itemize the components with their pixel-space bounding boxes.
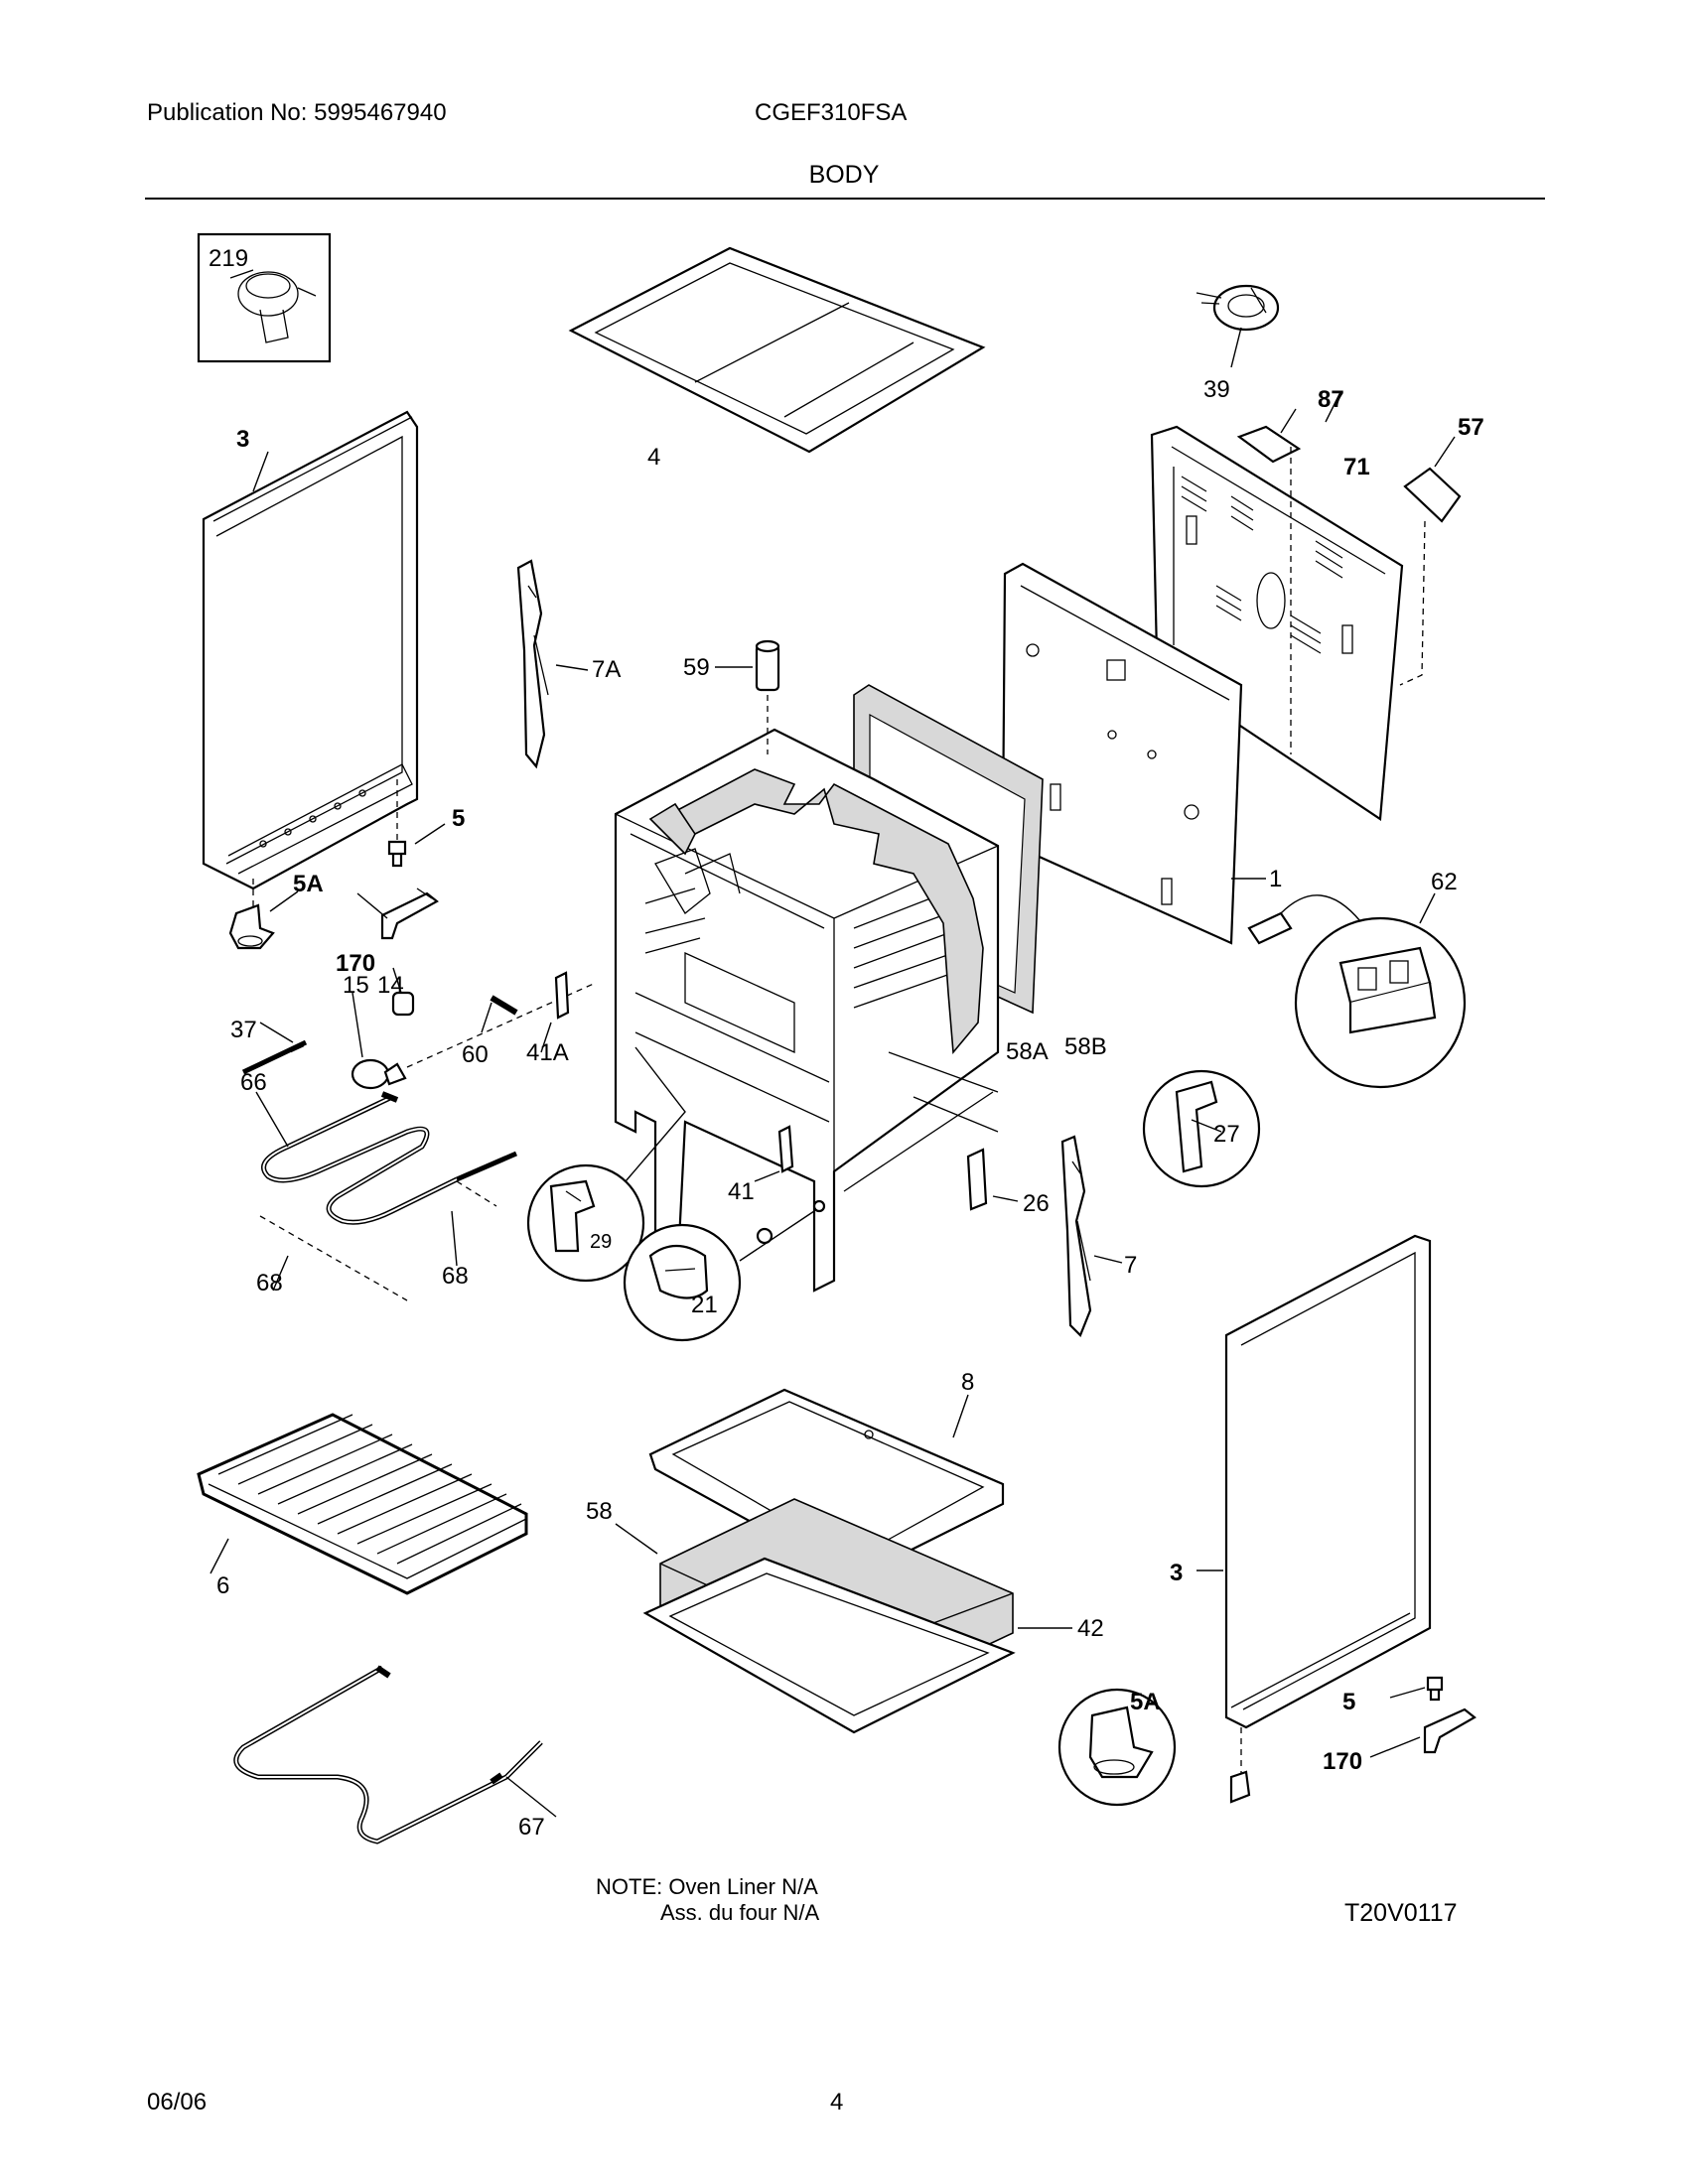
part-42-bottom-pan bbox=[642, 1557, 1072, 1734]
drawing-number: T20V0117 bbox=[1344, 1899, 1458, 1927]
part-62-terminal-block bbox=[1247, 892, 1467, 1089]
part-170-bracket-right bbox=[1369, 1707, 1477, 1758]
callout-15: 15 bbox=[343, 972, 369, 999]
note-block: NOTE: Oven Liner N/A Ass. du four N/A bbox=[596, 1874, 819, 1926]
callout-87: 87 bbox=[1318, 386, 1344, 413]
callout-68-left: 68 bbox=[256, 1270, 283, 1297]
callout-170-left: 170 bbox=[336, 950, 375, 977]
callout-5-right: 5 bbox=[1342, 1689, 1355, 1715]
part-68-wires bbox=[259, 1180, 497, 1301]
publication-number: Publication No: 5995467940 bbox=[147, 99, 447, 126]
callout-60: 60 bbox=[462, 1041, 489, 1068]
callout-3-right: 3 bbox=[1170, 1560, 1183, 1586]
header-rule bbox=[145, 198, 1545, 200]
page-number: 4 bbox=[830, 2089, 844, 2116]
part-170-bracket-left bbox=[356, 887, 439, 940]
part-41-clip bbox=[754, 1125, 794, 1182]
part-5A-leveler-right bbox=[1057, 1688, 1251, 1807]
part-87-bracket bbox=[1236, 408, 1302, 464]
callout-58: 58 bbox=[586, 1498, 613, 1525]
part-1-back-panel bbox=[1001, 562, 1266, 945]
callout-7A: 7A bbox=[592, 656, 621, 683]
part-5-screw-right bbox=[1389, 1676, 1444, 1702]
callout-1: 1 bbox=[1269, 866, 1282, 892]
part-3-right-side-panel bbox=[1196, 1234, 1432, 1777]
part-7A-rack-support bbox=[516, 559, 589, 769]
part-4-top-panel bbox=[568, 246, 986, 454]
callout-29: 29 bbox=[590, 1231, 612, 1253]
callout-6: 6 bbox=[216, 1572, 229, 1599]
part-67-broil-element bbox=[233, 1665, 557, 1844]
part-6-oven-rack bbox=[197, 1413, 528, 1595]
part-29-detail bbox=[526, 1046, 686, 1283]
part-66-bake-element bbox=[255, 1091, 517, 1225]
footer-date: 06/06 bbox=[147, 2089, 208, 2116]
part-57-cover bbox=[1399, 436, 1462, 686]
part-71-rear-panel bbox=[1150, 391, 1404, 821]
note-line-2: Ass. du four N/A bbox=[660, 1900, 820, 1925]
callout-5A-right: 5A bbox=[1130, 1689, 1161, 1715]
callout-62: 62 bbox=[1431, 869, 1458, 895]
callout-39: 39 bbox=[1203, 376, 1230, 403]
part-27-detail bbox=[1142, 1069, 1261, 1188]
part-58A-wrap-insulation bbox=[648, 768, 984, 1055]
callout-41A: 41A bbox=[526, 1039, 569, 1066]
callout-3-left: 3 bbox=[236, 426, 249, 453]
callout-68-right: 68 bbox=[442, 1263, 469, 1290]
callout-5A-left: 5A bbox=[293, 871, 324, 897]
callout-14: 14 bbox=[377, 972, 404, 999]
callout-71: 71 bbox=[1343, 454, 1370, 480]
part-219-inset bbox=[197, 232, 332, 363]
callout-41: 41 bbox=[728, 1178, 755, 1205]
note-line-1: NOTE: Oven Liner N/A bbox=[596, 1874, 818, 1899]
callout-7: 7 bbox=[1124, 1252, 1137, 1279]
section-title: BODY bbox=[808, 161, 880, 189]
callout-27: 27 bbox=[1213, 1121, 1240, 1148]
part-41A-clip bbox=[540, 971, 570, 1053]
part-5-screw-left bbox=[387, 823, 446, 868]
part-60-clip bbox=[481, 995, 518, 1033]
part-7-rack-support bbox=[1060, 1135, 1123, 1337]
callout-67: 67 bbox=[518, 1814, 545, 1841]
part-26-bracket bbox=[966, 1148, 1019, 1211]
part-39-wire-harness bbox=[1196, 284, 1280, 368]
callout-4: 4 bbox=[647, 444, 660, 471]
callout-37: 37 bbox=[230, 1017, 257, 1043]
callout-57: 57 bbox=[1458, 414, 1484, 441]
callout-59: 59 bbox=[683, 654, 710, 681]
part-59-socket bbox=[715, 639, 780, 754]
callout-58B: 58B bbox=[1064, 1033, 1107, 1060]
part-14-15-light bbox=[351, 967, 597, 1090]
model-number: CGEF310FSA bbox=[755, 99, 908, 126]
part-37-sensor bbox=[241, 1022, 308, 1075]
callout-21: 21 bbox=[691, 1292, 718, 1318]
callout-58A: 58A bbox=[1006, 1038, 1049, 1065]
part-5A-leveler-left bbox=[228, 890, 299, 950]
callout-66: 66 bbox=[240, 1069, 267, 1096]
callout-26: 26 bbox=[1023, 1190, 1050, 1217]
callout-8: 8 bbox=[961, 1369, 974, 1396]
part-3-left-side-panel bbox=[202, 410, 419, 908]
callout-170-right: 170 bbox=[1323, 1748, 1362, 1775]
part-21-detail bbox=[623, 1210, 815, 1342]
callout-219: 219 bbox=[209, 245, 248, 272]
callout-42: 42 bbox=[1077, 1615, 1104, 1642]
callout-5-left: 5 bbox=[452, 805, 465, 832]
